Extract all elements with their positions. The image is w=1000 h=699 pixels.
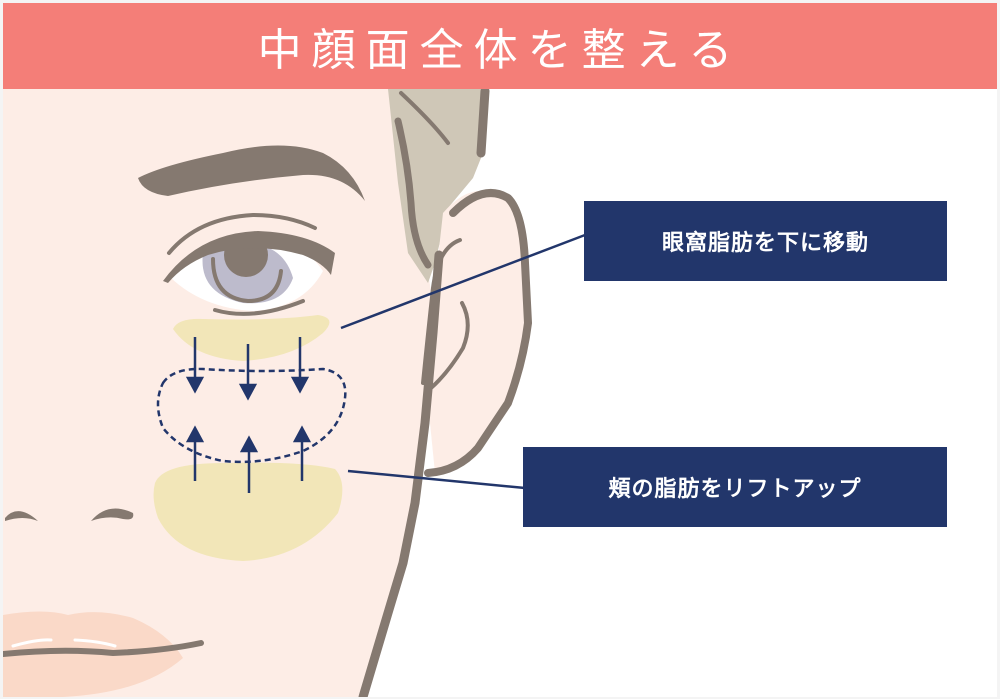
title-bar: 中顔面全体を整える (3, 3, 997, 89)
ear-outline (424, 189, 533, 477)
page-title: 中顔面全体を整える (257, 25, 743, 76)
nostril-left (5, 511, 38, 521)
down-arrow-icon (185, 337, 310, 401)
label-orbital-fat: 眼窩脂肪を下に移動 (584, 201, 947, 281)
mouth-line (3, 640, 204, 657)
up-arrow-icon (185, 425, 312, 493)
jaw-contour (358, 250, 444, 697)
target-region-outline (156, 367, 347, 464)
label-orbital-fat-text: 眼窩脂肪を下に移動 (661, 231, 869, 256)
label-cheek-fat-text: 頬の脂肪をリフトアップ (608, 477, 862, 502)
upper-eyelid (163, 231, 335, 283)
leader-line-orbital (340, 233, 586, 330)
leader-line-cheek (347, 469, 526, 490)
label-cheek-fat: 頬の脂肪をリフトアップ (523, 447, 947, 527)
cheek-fat-pad (153, 462, 343, 561)
eyelid-crease (167, 212, 317, 255)
face-illustration (3, 86, 586, 697)
eyebrow (138, 145, 365, 201)
diagram-canvas: 中顔面全体を整える (3, 3, 997, 697)
face-skin (3, 89, 433, 697)
nostril-right (91, 508, 134, 521)
ear-skin (428, 190, 528, 473)
orbital-fat-pad (173, 315, 330, 361)
lower-lash (213, 299, 305, 316)
